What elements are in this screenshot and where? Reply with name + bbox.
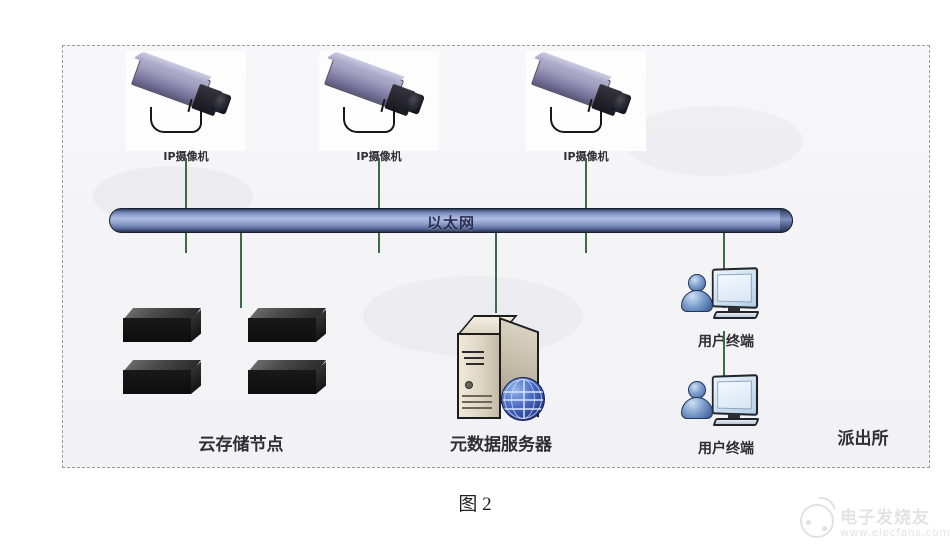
user-terminal-2-label: 用户终端 <box>698 441 754 457</box>
cloud-storage-cluster <box>123 308 363 423</box>
server-vent <box>464 357 484 359</box>
server-front-face <box>457 333 501 419</box>
storage-node <box>123 308 202 342</box>
monitor-display <box>717 380 752 410</box>
diagram-boundary: IP摄像机 IP摄像机 IP摄像机 以太网 <box>62 45 930 468</box>
server-drive-slot <box>462 401 492 403</box>
user-avatar-body <box>681 397 713 419</box>
connector-storage <box>240 233 242 308</box>
storage-node-front <box>123 318 191 342</box>
storage-node <box>123 360 202 394</box>
storage-node <box>248 308 327 342</box>
ip-camera-3-image <box>526 51 646 151</box>
monitor-icon <box>711 267 759 309</box>
zone-label-police-station: 派出所 <box>837 429 889 449</box>
monitor-stand-base <box>712 311 760 319</box>
storage-node-front <box>248 318 316 342</box>
camera-mount-bracket <box>550 107 602 133</box>
watermark-brand: 电子发烧友 <box>840 508 930 528</box>
watermark-logo-dot <box>806 520 811 525</box>
connector-metadata-server <box>495 233 497 313</box>
metadata-server-label: 元数据服务器 <box>450 435 552 455</box>
storage-node-front <box>248 370 316 394</box>
server-vent <box>462 351 484 353</box>
user-terminal-2-icon <box>680 373 772 433</box>
camera-mount-bracket <box>343 107 395 133</box>
ethernet-bus-label: 以太网 <box>426 214 475 232</box>
server-drive-slot <box>462 395 492 397</box>
metadata-server-icon <box>449 311 549 426</box>
server-power-led <box>465 381 473 389</box>
watermark-logo-dot <box>822 526 827 531</box>
ip-camera-1-image <box>126 51 246 151</box>
camera-mount-bracket <box>150 107 202 133</box>
watermark-url: www.elecfans.com <box>840 526 950 539</box>
ip-camera-3-label: IP摄像机 <box>563 150 609 163</box>
server-drive-slot <box>462 407 492 409</box>
monitor-display <box>717 273 752 303</box>
connector-camera-2 <box>378 158 380 253</box>
connector-terminal-2 <box>723 331 725 376</box>
ethernet-bus: 以太网 <box>109 208 793 233</box>
server-vent <box>466 363 484 365</box>
user-terminal-1-icon <box>680 266 772 326</box>
connector-camera-1 <box>185 158 187 253</box>
monitor-stand-neck <box>728 414 740 420</box>
ip-camera-2-image <box>319 51 439 151</box>
cloud-storage-label: 云存储节点 <box>198 435 284 455</box>
monitor-icon <box>711 374 759 416</box>
storage-node-front <box>123 370 191 394</box>
figure-caption: 图 2 <box>458 494 492 515</box>
scan-blotch <box>623 106 803 176</box>
user-terminal-1-label: 用户终端 <box>698 334 754 350</box>
monitor-stand-neck <box>728 307 740 313</box>
watermark: 电子发烧友 www.elecfans.com <box>800 491 950 548</box>
monitor-stand-base <box>712 418 760 426</box>
storage-node <box>248 360 327 394</box>
connector-camera-3 <box>585 158 587 253</box>
ip-camera-1-label: IP摄像机 <box>163 150 209 163</box>
ip-camera-2-label: IP摄像机 <box>356 150 402 163</box>
globe-icon <box>501 377 545 421</box>
watermark-logo-icon <box>800 504 834 538</box>
user-avatar-body <box>681 290 713 312</box>
